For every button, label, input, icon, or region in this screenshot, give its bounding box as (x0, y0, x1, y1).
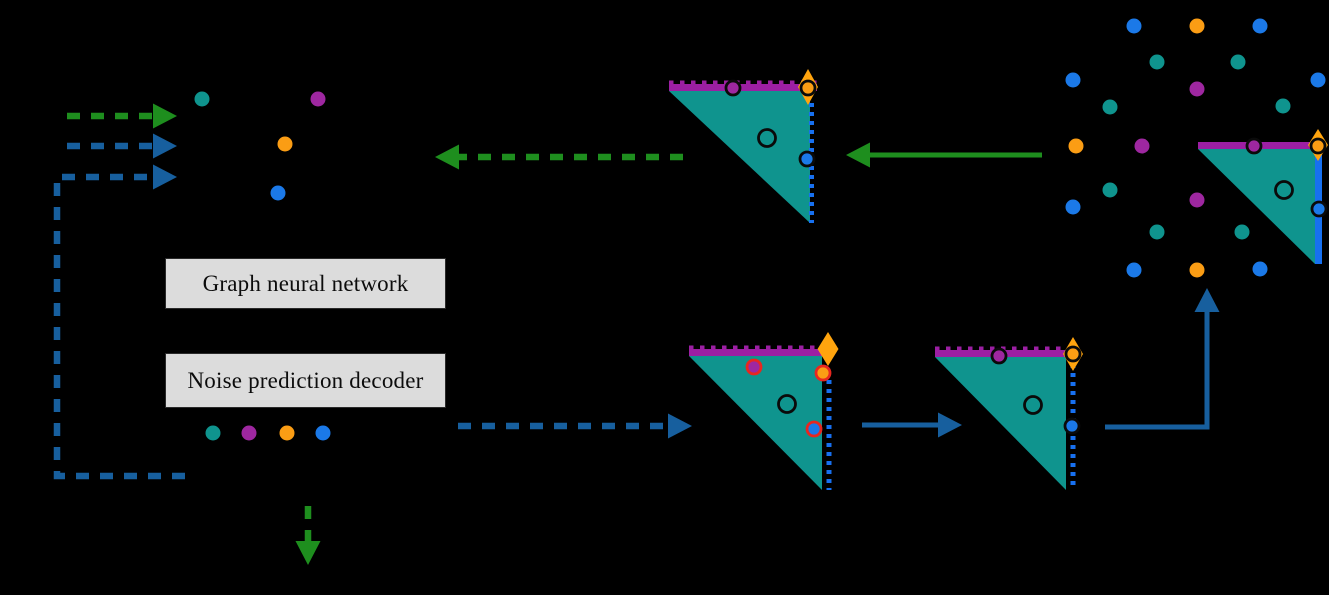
latent-node-dot-blue (270, 185, 286, 201)
arrow-green-into-latent-head (153, 103, 177, 129)
unit-cell-noisy-magenta-atom-marker (745, 358, 763, 376)
unit-cell-denoised-open-circle-marker (757, 128, 777, 148)
structure-atom-dot-teal (1230, 54, 1246, 70)
arrow-blue-cell-to-cell-head (938, 412, 962, 438)
structure-atom-dot-blue (1126, 262, 1142, 278)
unit-cell-predicted-magenta-atom-marker (990, 347, 1008, 365)
unit-cell-predicted-open-circle-marker (1023, 395, 1043, 415)
structure-atom-dot-magenta (1189, 192, 1205, 208)
decoder-output-dot-orange (279, 425, 295, 441)
unit-cell-in-structure-blue-atom-marker (1310, 200, 1328, 218)
noise-prediction-decoder-label: Noise prediction decoder (187, 367, 424, 393)
latent-node-dot-orange (277, 136, 293, 152)
graph-neural-network-label: Graph neural network (202, 270, 409, 296)
graph-neural-network-box: Graph neural network (165, 258, 446, 309)
latent-node-dot-teal (194, 91, 210, 107)
unit-cell-noisy-orange-atom-marker (814, 364, 832, 382)
structure-atom-dot-orange (1068, 138, 1084, 154)
structure-atom-dot-magenta (1189, 81, 1205, 97)
structure-atom-dot-blue (1065, 199, 1081, 215)
structure-atom-dot-magenta (1134, 138, 1150, 154)
unit-cell-denoised-magenta-atom-marker (724, 79, 742, 97)
structure-atom-dot-blue (1065, 72, 1081, 88)
arrow-blue-feedback-loop-head (153, 164, 177, 190)
noise-prediction-decoder-box: Noise prediction decoder (165, 353, 446, 408)
arrow-blue-to-periodic-structure-line (1105, 310, 1210, 430)
unit-cell-noisy-open-circle-marker (777, 394, 797, 414)
decoder-output-dot-teal (205, 425, 221, 441)
unit-cell-noisy-lattice-edge-top (689, 349, 822, 356)
structure-atom-dot-blue (1252, 261, 1268, 277)
structure-atom-dot-teal (1149, 224, 1165, 240)
arrow-green-down-output-head (295, 541, 321, 565)
unit-cell-in-structure-fill (1198, 149, 1315, 264)
unit-cell-denoised-lattice-edge-top (669, 84, 817, 91)
structure-atom-dot-teal (1234, 224, 1250, 240)
unit-cell-predicted-fill (935, 357, 1066, 490)
arrow-blue-feedback-loop-line (53, 173, 185, 480)
unit-cell-denoised-orange-atom-marker (799, 79, 817, 97)
structure-atom-dot-orange (1189, 18, 1205, 34)
structure-atom-dot-blue (1310, 72, 1326, 88)
arrow-blue-to-periodic-structure-head (1194, 288, 1220, 312)
structure-atom-dot-blue (1126, 18, 1142, 34)
arrow-green-denoised-cell-head (435, 144, 459, 170)
unit-cell-noisy-fill (689, 356, 822, 490)
structure-atom-dot-teal (1149, 54, 1165, 70)
unit-cell-denoised-fill (669, 91, 810, 223)
structure-atom-dot-teal (1102, 182, 1118, 198)
structure-atom-dot-blue (1252, 18, 1268, 34)
unit-cell-predicted-orange-atom-marker (1064, 345, 1082, 363)
unit-cell-noisy-corner-diamond (817, 332, 839, 366)
decoder-output-dot-blue (315, 425, 331, 441)
structure-atom-dot-teal (1102, 99, 1118, 115)
structure-atom-dot-orange (1189, 262, 1205, 278)
unit-cell-noisy-blue-atom-marker (805, 420, 823, 438)
unit-cell-denoised-blue-atom-marker (798, 150, 816, 168)
unit-cell-predicted-blue-atom-marker (1063, 417, 1081, 435)
arrow-blue-into-latent-head (153, 133, 177, 159)
unit-cell-in-structure-magenta-atom-marker (1245, 137, 1263, 155)
arrow-blue-to-noisy-cell-head (668, 413, 692, 439)
structure-atom-dot-teal (1275, 98, 1291, 114)
decoder-output-dot-magenta (241, 425, 257, 441)
latent-node-dot-magenta (310, 91, 326, 107)
arrow-green-from-structure-head (846, 142, 870, 168)
unit-cell-in-structure-orange-atom-marker (1309, 137, 1327, 155)
unit-cell-in-structure-open-circle-marker (1274, 180, 1294, 200)
